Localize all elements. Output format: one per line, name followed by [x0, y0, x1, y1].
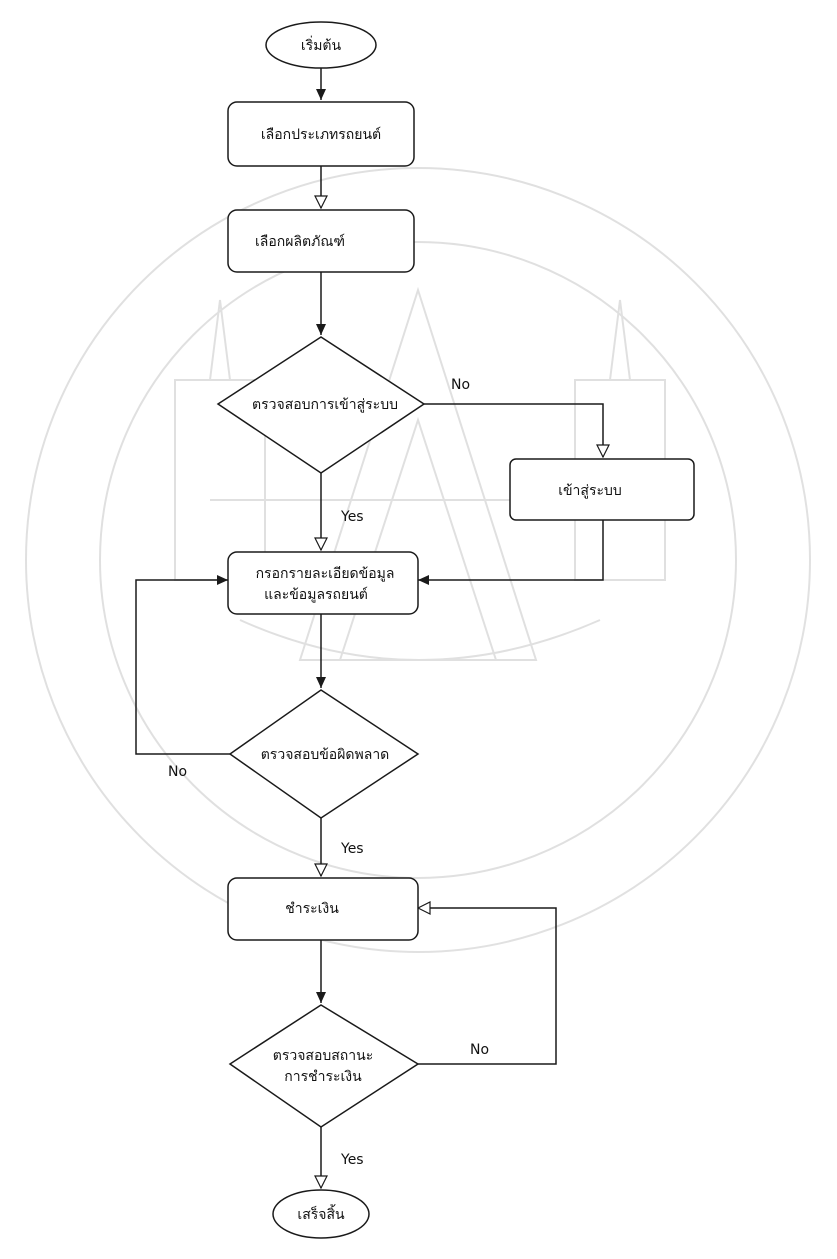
start-node: เริ่มต้น — [265, 21, 377, 69]
edge-label-login-yes: Yes — [340, 509, 364, 525]
check-payment-decision: ตรวจสอบสถานะ การชำระเงิน — [228, 1004, 420, 1128]
edge-label-errors-yes: Yes — [340, 841, 364, 857]
select-product-label: เลือกผลิตภัณฑ์ — [255, 233, 345, 250]
edge-check-errors-no — [135, 575, 230, 755]
start-label: เริ่มต้น — [301, 36, 342, 54]
pay-process: ชำระเงิน — [227, 877, 419, 941]
check-login-decision: ตรวจสอบการเข้าสู่ระบบ — [216, 336, 426, 474]
login-process: เข้าสู่ระบบ — [509, 458, 695, 521]
end-label: เสร็จสิ้น — [297, 1204, 345, 1223]
fill-details-process: กรอกรายละเอียดข้อมูล และข้อมูลรถยนต์ — [227, 551, 419, 615]
fill-details-label-line2: และข้อมูลรถยนต์ — [264, 586, 368, 603]
fill-details-label-line1: กรอกรายละเอียดข้อมูล — [256, 566, 395, 582]
select-product-process: เลือกผลิตภัณฑ์ — [227, 209, 415, 273]
select-vehicle-type-process: เลือกประเภทรถยนต์ — [227, 101, 415, 167]
select-vehicle-type-label: เลือกประเภทรถยนต์ — [261, 126, 381, 143]
login-label: เข้าสู่ระบบ — [558, 483, 622, 499]
edge-check-payment-no — [418, 908, 557, 1065]
check-payment-label-line2: การชำระเงิน — [284, 1069, 362, 1085]
edge-label-payment-yes: Yes — [340, 1152, 364, 1168]
check-payment-label-line1: ตรวจสอบสถานะ — [273, 1048, 374, 1064]
edge-label-login-no: No — [451, 377, 470, 393]
edge-login-to-fill — [418, 520, 604, 585]
pay-label: ชำระเงิน — [285, 901, 339, 917]
edge-label-errors-no: No — [168, 764, 187, 780]
end-node: เสร็จสิ้น — [272, 1189, 370, 1239]
check-login-label: ตรวจสอบการเข้าสู่ระบบ — [252, 397, 398, 413]
connectors — [135, 66, 604, 1188]
edge-check-login-no — [424, 403, 603, 457]
edge-label-payment-no: No — [470, 1042, 489, 1058]
check-errors-decision: ตรวจสอบข้อผิดพลาด — [228, 689, 420, 819]
check-errors-label: ตรวจสอบข้อผิดพลาด — [261, 747, 390, 763]
